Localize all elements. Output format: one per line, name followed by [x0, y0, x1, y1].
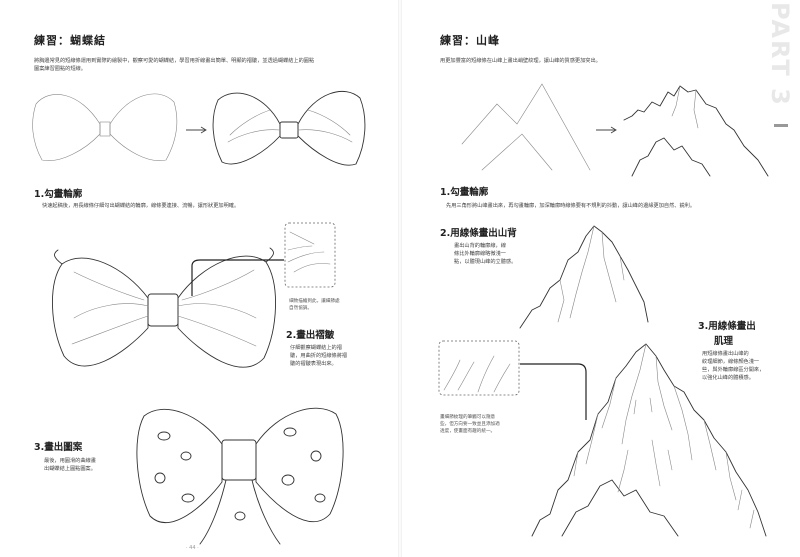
- bow-step3-text-1: 最後，用圓滑的曲線畫: [44, 458, 96, 464]
- mountain-texture-drawing: [531, 343, 767, 537]
- simple-bow-sketch: [32, 93, 178, 161]
- page-gutter: [398, 0, 402, 557]
- bow-step1-heading: 1.勾畫輪廓: [34, 189, 83, 200]
- bow-note-line-1: 細致描繪到此，讓細節處: [289, 299, 340, 304]
- mountain-step2-text-1: 畫出山背的輪廓線，線: [454, 243, 506, 249]
- polka-dot-bow-drawing: [136, 407, 344, 545]
- right-page: PART 3 練習：山峰 用更加豐富的短線條在山峰上畫出峭壁紋理，讓山峰的質感更…: [400, 0, 800, 557]
- fold-detail-zoom: [284, 222, 336, 288]
- callout-line: [191, 259, 284, 296]
- arrow-icon: [186, 126, 207, 134]
- part-sidebar-label: PART 3: [766, 2, 794, 107]
- mountain-step2-heading: 2.用線條畫出山背: [440, 228, 517, 239]
- bow-intro-line-2: 圖案練習圈點的短線。: [34, 66, 86, 72]
- mountain-ridge-drawing: [519, 225, 649, 329]
- mountain-step3-heading-2: 肌理: [714, 336, 734, 347]
- simple-mountain-sketch: [461, 83, 591, 171]
- arrow-icon-2: [596, 126, 617, 134]
- bow-intro-line-1: 將胸邊常見的短線條運用到實際的繪製中，觀察可愛的蝴蝶結，學習用折線畫出簡單、明顯…: [34, 58, 315, 64]
- bow-note-line-2: 自然協調。: [289, 306, 312, 311]
- mountain-step3-text-3: 些，與外輪廓線區分開來，: [702, 367, 765, 373]
- bow-folds-drawing: [52, 247, 276, 368]
- bow-step3-heading: 3.畫出圖案: [34, 442, 83, 453]
- bow-step2-heading: 2.畫出褶皺: [286, 330, 335, 341]
- mountain-step3-heading-1: 3.用線條畫出: [698, 321, 756, 332]
- bow-step2-text-3: 皺的褶皺表現出來。: [290, 361, 337, 367]
- part-sidebar: PART 3: [766, 2, 794, 132]
- bow-practice-title: 練習：蝴蝶結: [34, 34, 106, 47]
- ridge-detail-zoom: [438, 340, 520, 396]
- mountain-note-line-3: 透度，使畫面有趣的統一。: [440, 429, 496, 434]
- mountain-practice-title: 練習：山峰: [440, 34, 500, 47]
- mountain-step2-text-2: 條比外輪廓線略微淺一: [454, 251, 506, 257]
- bow-outline-sketch: [212, 90, 366, 166]
- mountain-intro: 用更加豐富的短線條在山峰上畫出峭壁紋理，讓山峰的質感更加突出。: [440, 58, 601, 64]
- mountain-step3-text-1: 用短線條畫出山峰的: [702, 351, 749, 357]
- left-page: 練習：蝴蝶結 將胸邊常見的短線條運用到實際的繪製中，觀察可愛的蝴蝶結，學習用折線…: [32, 34, 366, 551]
- mountain-step1-text: 先用三角形將山峰畫出來，再勾畫輪廓，加深輪廓時線條要有不規則的抖動，讓山峰的邊緣…: [446, 203, 696, 209]
- bow-step1-text: 快速起稿後，用長線條仔細勾出蝴蝶結的輪廓，線條要連接、流暢，讓形狀更加明確。: [42, 203, 240, 209]
- bow-step2-text-1: 仔細觀察蝴蝶結上的褶: [290, 345, 342, 351]
- sidebar-bar: [774, 124, 788, 127]
- page-number-left: · 44 ·: [186, 545, 199, 551]
- mountain-note-line-1: 畫細節紋理的筆觸可以隨意: [440, 415, 496, 420]
- bow-step3-text-2: 出蝴蝶結上圓點圖案。: [44, 466, 96, 472]
- mountain-step1-heading: 1.勾畫輪廓: [440, 187, 489, 198]
- mountain-step2-text-3: 點，以體現山峰的立體感。: [454, 259, 517, 265]
- callout-line-2: [520, 363, 587, 420]
- mountain-outline-sketch: [623, 85, 769, 177]
- mountain-step3-text-4: 以強化山峰的體積感。: [702, 375, 754, 381]
- mountain-note-line-2: 些，但方向要一致並且添加適: [440, 422, 500, 427]
- mountain-step3-text-2: 紋理細節，線條顏色淺一: [702, 359, 760, 365]
- bow-step2-text-2: 皺，用曲折的短線條將褶: [290, 353, 348, 359]
